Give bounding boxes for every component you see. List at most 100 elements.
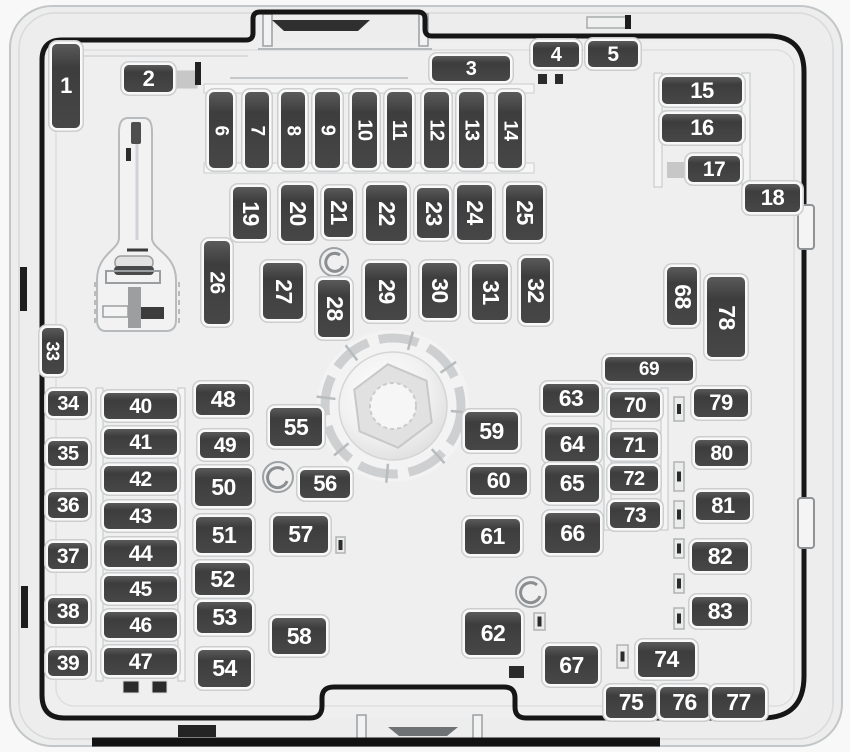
fuse-49: 49 bbox=[200, 432, 250, 458]
fuse-77: 77 bbox=[712, 687, 765, 718]
fuse-33-label: 33 bbox=[43, 341, 63, 361]
fuse-56: 56 bbox=[300, 470, 350, 498]
fuse-65-label: 65 bbox=[559, 470, 585, 496]
fuse-32: 32 bbox=[521, 258, 550, 323]
fuse-48: 48 bbox=[196, 384, 250, 415]
fuse-56-label: 56 bbox=[313, 471, 337, 496]
small-terminal-pins bbox=[122, 74, 563, 694]
fuse-22-label: 22 bbox=[374, 200, 400, 226]
fuse-50-label: 50 bbox=[211, 473, 236, 500]
fuse-6-label: 6 bbox=[210, 124, 232, 136]
fuse-82: 82 bbox=[692, 542, 748, 571]
fuse-5: 5 bbox=[588, 41, 638, 67]
fuse-31-label: 31 bbox=[477, 279, 504, 305]
fuse-64: 64 bbox=[545, 427, 599, 461]
fuse-28-label: 28 bbox=[321, 296, 348, 321]
fuse-70: 70 bbox=[610, 392, 660, 418]
fuse-58: 58 bbox=[272, 618, 326, 654]
fuse-8-label: 8 bbox=[282, 124, 304, 136]
fuse-52-label: 52 bbox=[210, 565, 235, 592]
fuse-72-label: 72 bbox=[623, 467, 645, 490]
fuse-61: 61 bbox=[465, 519, 520, 554]
inner-black-border bbox=[39, 9, 807, 721]
fuse-60: 60 bbox=[470, 467, 527, 495]
fuse-82-label: 82 bbox=[707, 543, 733, 569]
fuse-54: 54 bbox=[198, 650, 251, 687]
fuse-71: 71 bbox=[610, 432, 658, 458]
fuse-62: 62 bbox=[465, 612, 521, 655]
fuse-60-label: 60 bbox=[486, 468, 511, 493]
fuse-13-label: 13 bbox=[460, 119, 483, 141]
fuse-2: 2 bbox=[124, 65, 173, 92]
fuse-74-label: 74 bbox=[654, 646, 679, 672]
fuse-52: 52 bbox=[195, 563, 250, 595]
fuse-21: 21 bbox=[324, 188, 353, 237]
fuse-50: 50 bbox=[195, 468, 252, 506]
fuse-24-label: 24 bbox=[462, 200, 488, 225]
fuse-11: 11 bbox=[387, 92, 412, 168]
fuse-77-label: 77 bbox=[726, 689, 751, 715]
fuse-26-label: 26 bbox=[205, 271, 229, 294]
fuse-59-label: 59 bbox=[479, 417, 504, 444]
fuse-29: 29 bbox=[365, 263, 407, 320]
fuse-41-label: 41 bbox=[129, 430, 152, 454]
fuse-16: 16 bbox=[662, 114, 742, 142]
fuse-9: 9 bbox=[315, 92, 340, 168]
fuse-39: 39 bbox=[48, 650, 88, 676]
fuse-61-label: 61 bbox=[480, 523, 505, 549]
fuse-57: 57 bbox=[273, 516, 328, 553]
fuse-40: 40 bbox=[104, 393, 177, 419]
small-connector-ticks bbox=[335, 396, 685, 669]
fuse-4: 4 bbox=[533, 42, 579, 67]
fuse-3: 3 bbox=[432, 56, 510, 81]
fuse-25-label: 25 bbox=[512, 200, 538, 225]
fuse-78: 78 bbox=[707, 277, 745, 357]
fuse-3-label: 3 bbox=[465, 57, 477, 80]
fuse-45-label: 45 bbox=[129, 577, 152, 601]
fuse-slot-rails bbox=[95, 72, 751, 682]
fuse-40-label: 40 bbox=[129, 394, 152, 418]
fuse-9-label: 9 bbox=[316, 124, 339, 136]
fuse-2-label: 2 bbox=[142, 65, 155, 91]
fuse-72: 72 bbox=[610, 466, 658, 491]
fuse-4-label: 4 bbox=[550, 43, 562, 66]
fuse-10: 10 bbox=[352, 92, 377, 168]
fuse-66-label: 66 bbox=[560, 519, 585, 546]
fuse-55-label: 55 bbox=[283, 413, 309, 440]
top-rim-notch-pin bbox=[625, 15, 631, 29]
fuse-80-label: 80 bbox=[710, 441, 733, 465]
fuse-34-label: 34 bbox=[57, 392, 79, 415]
fuse-59: 59 bbox=[465, 412, 518, 450]
fuse-64-label: 64 bbox=[559, 430, 585, 457]
fuse-27-label: 27 bbox=[270, 278, 297, 304]
fuse-10-label: 10 bbox=[353, 119, 376, 141]
screw-holes bbox=[262, 247, 547, 608]
fuse-54-label: 54 bbox=[212, 655, 237, 681]
fuse-55: 55 bbox=[270, 408, 322, 446]
fuse-37-label: 37 bbox=[56, 544, 80, 568]
fuse-23-label: 23 bbox=[420, 200, 447, 226]
fuse-5-label: 5 bbox=[607, 42, 619, 66]
fuse-28: 28 bbox=[318, 280, 350, 337]
fuse-44-label: 44 bbox=[128, 540, 153, 566]
fuse-80: 80 bbox=[695, 440, 748, 466]
fuse-83-label: 83 bbox=[707, 598, 733, 624]
fuse-34: 34 bbox=[48, 391, 88, 416]
fuse-43-label: 43 bbox=[129, 504, 152, 528]
left-rim-clips bbox=[20, 267, 28, 628]
fuse-26: 26 bbox=[204, 241, 230, 324]
fuse-63: 63 bbox=[543, 384, 599, 413]
fuse-8: 8 bbox=[281, 92, 305, 168]
fuse-29-label: 29 bbox=[373, 279, 400, 304]
fuse-46: 46 bbox=[104, 612, 177, 638]
fuse-11-label: 11 bbox=[388, 119, 411, 141]
fuse-38: 38 bbox=[48, 598, 88, 624]
fuse-20: 20 bbox=[281, 185, 314, 241]
fuse-76: 76 bbox=[660, 687, 709, 718]
fuse-63-label: 63 bbox=[558, 385, 584, 411]
fuse-47-label: 47 bbox=[128, 648, 153, 674]
fuse-15-label: 15 bbox=[690, 77, 714, 103]
fuse-67: 67 bbox=[545, 646, 598, 684]
